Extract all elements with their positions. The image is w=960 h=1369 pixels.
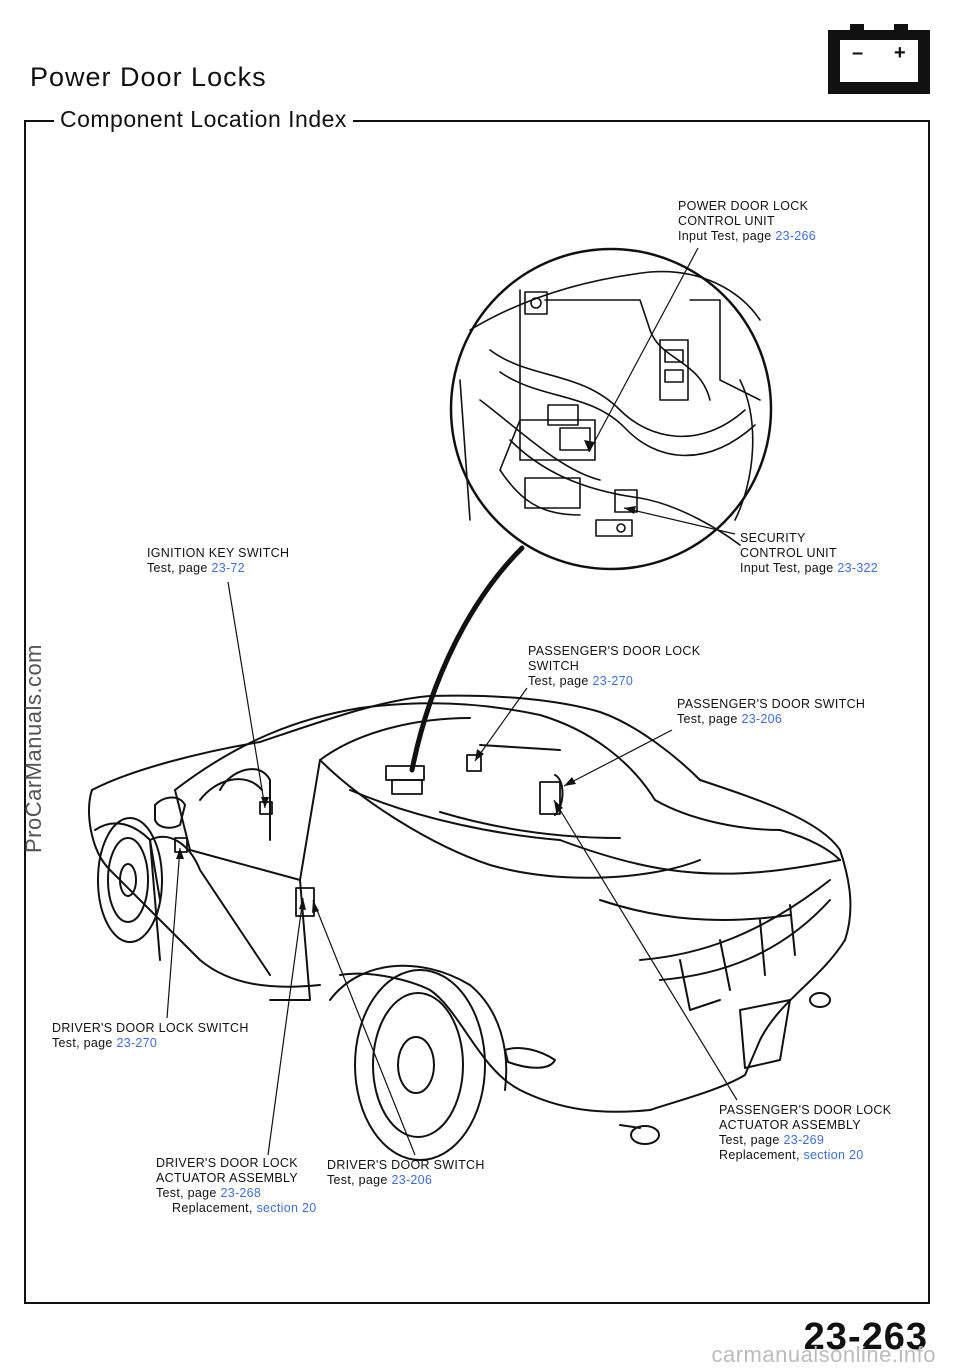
label-line: ACTUATOR ASSEMBLY [719,1118,861,1132]
label-test: Input Test, page [740,561,838,575]
page-link[interactable]: 23-270 [116,1036,158,1050]
label-line: ACTUATOR ASSEMBLY [156,1171,298,1185]
page-link[interactable]: 23-206 [391,1173,433,1187]
label-security-unit: SECURITY CONTROL UNIT Input Test, page 2… [740,531,878,576]
page-link[interactable]: 23-269 [783,1133,825,1147]
label-passenger-actuator: PASSENGER'S DOOR LOCK ACTUATOR ASSEMBLY … [719,1103,891,1163]
page-link[interactable]: 23-266 [775,229,817,243]
label-driver-lock-switch: DRIVER'S DOOR LOCK SWITCH Test, page 23-… [52,1021,249,1051]
label-line: POWER DOOR LOCK [678,199,809,213]
label-control-unit: POWER DOOR LOCK CONTROL UNIT Input Test,… [678,199,816,244]
page-number: 23-263 [803,1316,928,1358]
label-passenger-lock-switch: PASSENGER'S DOOR LOCK SWITCH Test, page … [528,644,700,689]
label-passenger-door-switch: PASSENGER'S DOOR SWITCH Test, page 23-20… [677,697,865,727]
label-line: SWITCH [528,659,580,673]
label-test: Input Test, page [678,229,776,243]
label-test: Test, page [147,561,212,575]
label-test: Test, page [156,1186,221,1200]
label-line: DRIVER'S DOOR SWITCH [327,1158,485,1172]
label-test: Test, page [52,1036,117,1050]
section-link[interactable]: section 20 [803,1148,864,1162]
label-test: Test, page [719,1133,784,1147]
page-title: Power Door Locks [30,62,267,92]
label-line: PASSENGER'S DOOR LOCK [528,644,701,658]
label-test: Test, page [528,674,593,688]
label-driver-door-switch: DRIVER'S DOOR SWITCH Test, page 23-206 [327,1158,485,1188]
label-line: DRIVER'S DOOR LOCK SWITCH [52,1021,249,1035]
section-link[interactable]: section 20 [256,1201,317,1215]
battery-terminal-pos [894,24,908,30]
page-link[interactable]: 23-72 [211,561,245,575]
minus-sign: – [852,42,864,64]
label-line: IGNITION KEY SWITCH [147,546,290,560]
label-line: PASSENGER'S DOOR LOCK [719,1103,892,1117]
label-replacement: Replacement, [719,1148,804,1162]
diagram-frame [24,120,930,1304]
label-line: SECURITY [740,531,806,545]
label-replacement: Replacement, [172,1201,257,1215]
battery-terminal-neg [850,24,864,30]
label-driver-actuator: DRIVER'S DOOR LOCK ACTUATOR ASSEMBLY Tes… [156,1156,316,1216]
page-link[interactable]: 23-268 [220,1186,262,1200]
battery-icon: – + [828,24,930,94]
page-link[interactable]: 23-270 [592,674,634,688]
label-line: CONTROL UNIT [740,546,837,560]
magnify-circle [449,247,773,571]
label-test: Test, page [327,1173,392,1187]
footer-site: carmanualsonline.info [711,1342,936,1367]
watermark: ProCarManuals.com [21,643,46,853]
page-link[interactable]: 23-322 [837,561,879,575]
label-line: CONTROL UNIT [678,214,775,228]
page-link[interactable]: 23-206 [741,712,783,726]
page-subtitle: Component Location Index [54,106,353,133]
label-ignition-switch: IGNITION KEY SWITCH Test, page 23-72 [147,546,289,576]
label-line: DRIVER'S DOOR LOCK [156,1156,298,1170]
label-test: Test, page [677,712,742,726]
label-line: PASSENGER'S DOOR SWITCH [677,697,866,711]
plus-sign: + [894,42,906,64]
